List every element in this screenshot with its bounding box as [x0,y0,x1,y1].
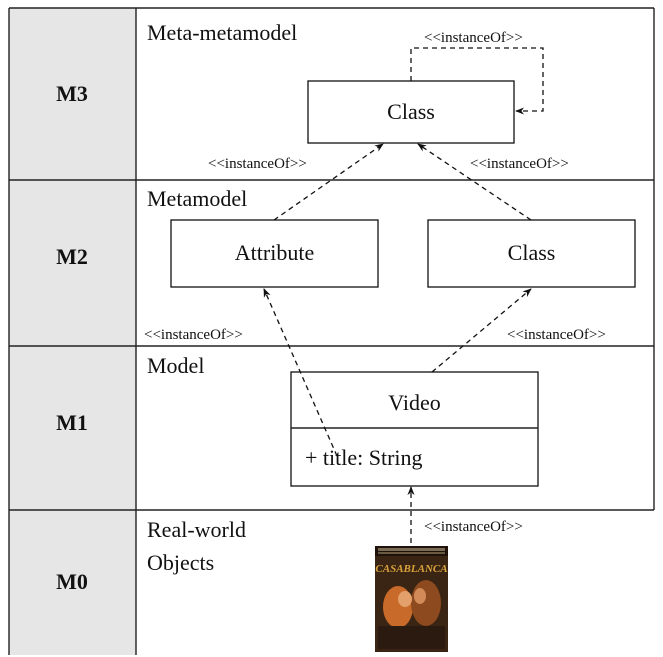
layer-title-m3: Meta-metamodel [147,20,297,45]
m2-attribute-box [170,219,379,288]
layer-label-m2: M2 [56,244,88,269]
m2-class-box [427,219,636,288]
m1-attribute-to-m2-arrow [263,288,338,457]
layer-title-m0-line2: Objects [147,550,214,575]
poster-title-text: CASABLANCA [375,563,447,575]
layer-label-m1: M1 [56,410,88,435]
m3-self-instance-arrow [410,47,544,115]
layer-title-m0-line1: Real-world [147,517,246,542]
m3-class-label: Class [387,99,435,124]
m2-class-to-m3-arrow [417,143,532,221]
m1-video-box [290,371,539,487]
m2-class-label: Class [508,240,556,265]
m1-video-name: Video [388,390,440,415]
layer-title-m2: Metamodel [147,186,247,211]
layer-label-m3: M3 [56,81,88,106]
m2-attribute-label: Attribute [235,240,314,265]
m2-attribute-to-m3-arrow [273,143,384,221]
casablanca-poster-image: CASABLANCA [375,546,448,652]
m1-to-m2-left-label: <<instanceOf>> [144,327,243,343]
layer-label-column [9,8,136,655]
m1-to-m2-right-label: <<instanceOf>> [507,327,606,343]
m0-to-m1-label: <<instanceOf>> [424,519,523,535]
m1-video-attribute: + title: String [305,445,423,470]
m2-to-m3-right-label: <<instanceOf>> [470,156,569,172]
layer-label-m0: M0 [56,569,88,594]
m2-to-m3-left-label: <<instanceOf>> [208,156,307,172]
m1-video-to-m2-arrow [431,288,532,373]
layer-title-m1: Model [147,353,204,378]
m3-self-instance-label: <<instanceOf>> [424,30,523,46]
